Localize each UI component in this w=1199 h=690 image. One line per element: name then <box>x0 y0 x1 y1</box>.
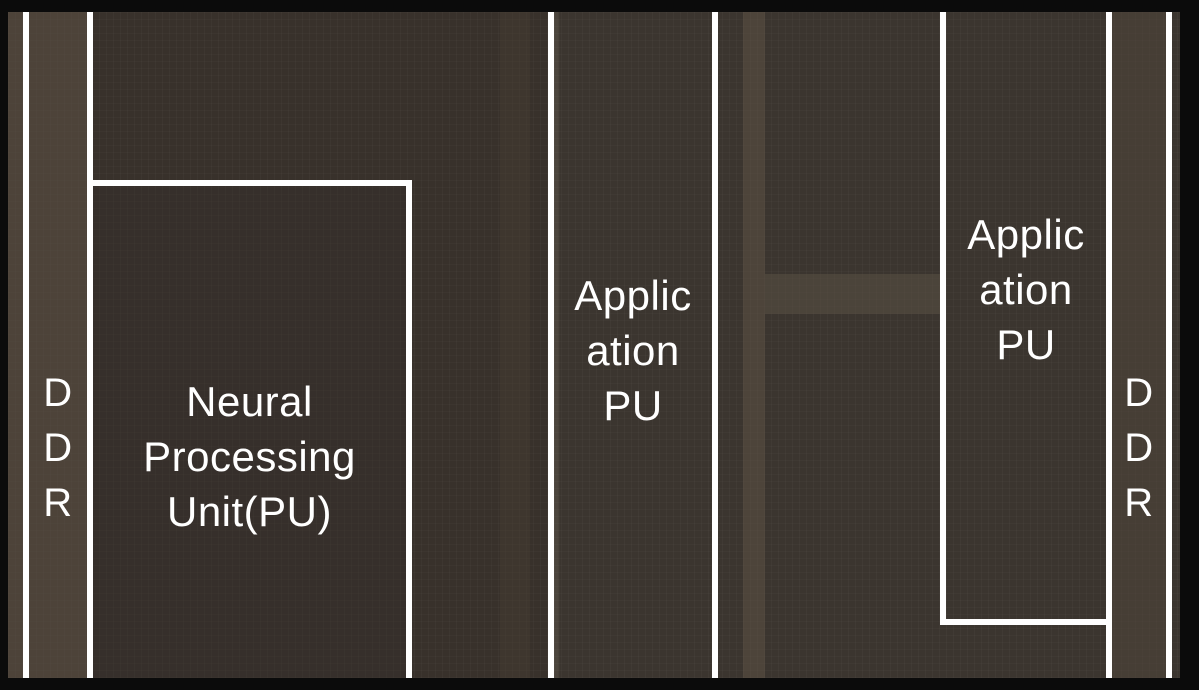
apu-center-border-left <box>548 12 554 678</box>
npu-label-line-2: Processing <box>143 433 356 480</box>
die-photo: D D R Neural Processing Unit(PU) Applic … <box>8 12 1180 678</box>
ddr-left-label: D D R <box>29 366 87 531</box>
npu-label-line-3: Unit(PU) <box>166 488 332 535</box>
ddr-right-letter-2: D <box>1124 426 1154 470</box>
apu-center-label-line-3: PU <box>603 382 663 429</box>
horizontal-bus <box>765 274 945 314</box>
npu-label: Neural Processing Unit(PU) <box>93 374 406 539</box>
die-texture <box>8 12 1180 678</box>
ddr-left-region <box>8 12 88 678</box>
apu-right-label-line-2: ation <box>979 266 1073 313</box>
apu-right-border-right <box>1106 12 1112 678</box>
apu-right-label: Applic ation PU <box>946 207 1106 372</box>
apu-right-border-bottom <box>940 619 1112 625</box>
apu-right-border-left <box>940 12 946 625</box>
ddr-right-letter-1: D <box>1124 371 1154 415</box>
logic-strip <box>500 12 530 678</box>
ddr-right-label: D D R <box>1112 366 1166 531</box>
apu-right-label-line-3: PU <box>996 321 1056 368</box>
ddr-left-letter-2: D <box>43 426 73 470</box>
ddr-right-letter-3: R <box>1124 481 1154 525</box>
ddr-right-region <box>1112 12 1172 678</box>
npu-block <box>87 180 412 678</box>
ddr-left-letter-1: D <box>43 371 73 415</box>
ddr-left-letter-3: R <box>43 481 73 525</box>
ddr-left-border-outer <box>23 12 29 678</box>
apu-center-label: Applic ation PU <box>554 268 712 433</box>
npu-label-line-1: Neural <box>186 378 313 425</box>
vertical-bus <box>743 12 765 678</box>
apu-center-label-line-1: Applic <box>574 272 692 319</box>
ddr-right-border-outer <box>1166 12 1172 678</box>
apu-center-border-right <box>712 12 718 678</box>
apu-right-label-line-1: Applic <box>967 211 1085 258</box>
apu-center-label-line-2: ation <box>586 327 680 374</box>
